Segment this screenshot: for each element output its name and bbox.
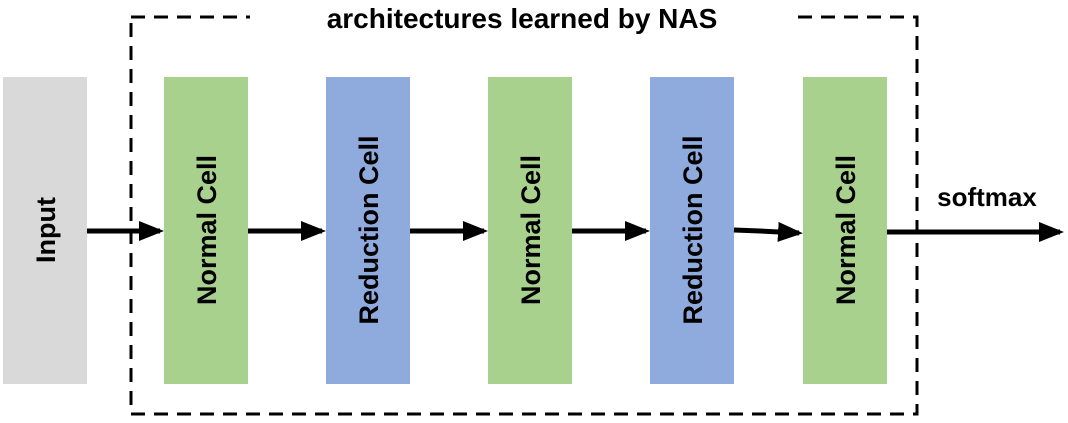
cell-4: Normal Cell	[803, 77, 887, 384]
normal-cell-block	[803, 77, 887, 384]
input-block	[3, 77, 87, 384]
normal-cell-block	[488, 77, 572, 384]
cell-3: Reduction Cell	[650, 77, 734, 384]
cell-label: Normal Cell	[192, 155, 222, 305]
reduction-cell-block	[326, 77, 410, 384]
diagram-title: architectures learned by NAS	[327, 3, 718, 34]
title-background	[250, 2, 790, 36]
cell-label: Reduction Cell	[678, 135, 708, 324]
cell-label: Normal Cell	[516, 155, 546, 305]
cell-label: Reduction Cell	[354, 135, 384, 324]
arrow-cell-to-cell	[733, 221, 803, 242]
cell-1: Reduction Cell	[326, 77, 410, 384]
cell-0: Normal Cell	[164, 77, 248, 384]
cell-2: Normal Cell	[488, 77, 572, 384]
normal-cell-block	[164, 77, 248, 384]
input-label: Input	[31, 197, 61, 263]
reduction-cell-block	[650, 77, 734, 384]
cell-label: Normal Cell	[831, 155, 861, 305]
softmax-label: softmax	[937, 182, 1037, 212]
